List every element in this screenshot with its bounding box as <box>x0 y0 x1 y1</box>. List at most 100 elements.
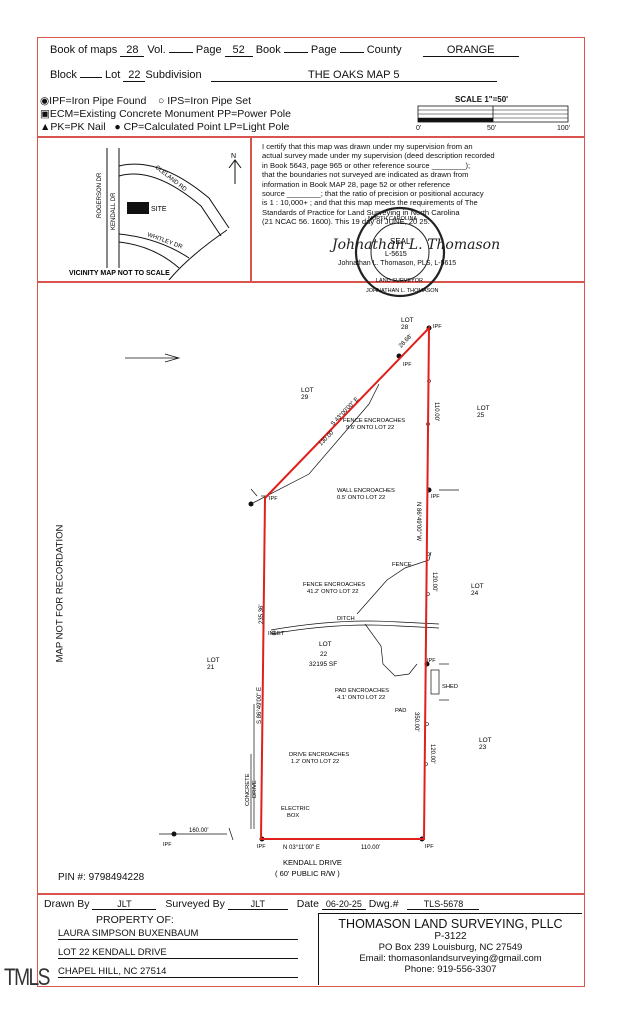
wall-encroach-b: 0.5' ONTO LOT 22 <box>337 495 385 501</box>
concrete-label: CONCRETE <box>245 773 251 806</box>
vol-label: Vol. <box>147 44 166 56</box>
vicinity-road-rogerson: ROGERSON DR <box>97 172 103 218</box>
dist-right-4: 120.00' <box>429 744 435 764</box>
footer-meta-row: Drawn By JLT Surveyed By JLT Date 06-20-… <box>44 898 480 910</box>
legend-line-2: ▣ECM=Existing Concrete Monument PP=Power… <box>40 108 291 120</box>
dist-right-3: 350.00' <box>413 712 419 732</box>
county-label: County <box>366 44 402 56</box>
scale-tick-0: 0' <box>416 125 422 132</box>
lot-22-label: LOT <box>319 641 332 648</box>
seal-label: SEAL <box>390 237 411 246</box>
date-label: Date <box>296 898 319 910</box>
company-block: THOMASON LAND SURVEYING, PLLC P-3122 PO … <box>318 913 582 985</box>
dist-extension: 160.00' <box>189 828 209 834</box>
drawn-by-value: JLT <box>92 899 157 910</box>
fence-encroach-2: FENCE ENCROACHES <box>303 582 365 588</box>
book-of-maps-row: Book of maps 28 Vol. Page 52 Book Page C… <box>50 44 519 57</box>
lot-value: 22 <box>123 69 146 82</box>
fence-encroach-1: FENCE ENCROACHES <box>343 418 405 424</box>
company-po: PO Box 239 Louisburg, NC 27549 <box>378 942 523 953</box>
drawn-by-label: Drawn By <box>44 898 90 910</box>
property-address-2: CHAPEL HILL, NC 27514 <box>58 966 298 978</box>
cp-symbol-icon: ● <box>114 121 121 133</box>
page2-value <box>339 52 364 53</box>
fence-label: FENCE <box>392 562 412 568</box>
site-marker <box>127 202 149 214</box>
surveyor-seal: NORTH CAROLINA LAND SURVEYOR JOHNATHAN L… <box>354 206 446 298</box>
county-value: ORANGE <box>422 44 519 57</box>
ditch-label: DITCH <box>337 616 355 622</box>
subdivision-label: Subdivision <box>145 69 202 81</box>
dwg-label: Dwg.# <box>368 898 399 910</box>
pk-symbol-icon: ▲ <box>40 121 51 133</box>
vicinity-divider <box>37 281 585 283</box>
ditch-line <box>270 620 440 631</box>
seal-ring-bottom: JOHNATHAN L. THOMASON <box>366 288 439 294</box>
book-of-maps-value: 28 <box>120 44 145 57</box>
drive-encroach-b: 1.2' ONTO LOT 22 <box>291 759 339 765</box>
road-rw-label: ( 60' PUBLIC R/W ) <box>275 869 340 878</box>
ipf-label-8: IPF <box>163 842 172 848</box>
fence-line <box>250 383 380 505</box>
certification-text: I certify that this map was drawn under … <box>262 142 495 227</box>
fence-encroach-1b: 9.6' ONTO LOT 22 <box>346 425 394 431</box>
ipf-label-4: IPF <box>431 494 440 500</box>
vicinity-caption: VICINITY MAP NOT TO SCALE <box>69 270 170 277</box>
north-arrow-icon <box>228 159 242 184</box>
vicinity-north: N <box>231 153 236 160</box>
dist-right-2: 120.00' <box>431 572 437 592</box>
signer-line: Johnathan L. Thomason, PLS, L-5615 <box>338 260 457 267</box>
dist-right-1: 110.00' <box>433 402 439 421</box>
seal-ring-top: NORTH CAROLINA <box>368 216 417 222</box>
scale-tick-50: 50' <box>487 125 497 132</box>
dist-left: 235.36' <box>259 605 265 625</box>
dist-bottom: 110.00' <box>361 845 380 851</box>
vol-value <box>168 52 193 53</box>
wall-encroach: WALL ENCROACHES <box>337 488 395 494</box>
page-value: 52 <box>224 44 253 57</box>
signature: Johnathan L. Thomason <box>332 237 501 253</box>
bearing-right: N 86°49'00" W <box>415 502 421 541</box>
ipf-label-5: IPF <box>427 658 436 664</box>
company-name: THOMASON LAND SURVEYING, PLLC <box>338 917 563 931</box>
vicinity-vertical-divider <box>250 136 252 282</box>
inlet-label: INLET <box>268 631 285 637</box>
lot-22-boundary <box>259 325 431 840</box>
lot-22-area: 32195 SF <box>309 661 337 668</box>
seal-ring-mid: LAND SURVEYOR <box>376 278 423 284</box>
pin-label: PIN #: <box>58 872 86 883</box>
ipf-label-6: IPF <box>425 844 434 850</box>
company-phone: Phone: 919-556-3307 <box>404 964 497 975</box>
sheet-border <box>37 37 585 987</box>
seal-number: L-5615 <box>385 251 407 258</box>
subdivision-value: THE OAKS MAP 5 <box>210 69 497 82</box>
block-label: Block <box>50 69 77 81</box>
vicinity-map: N ROGERSON DR KENDALL DR CLELAND RD WHIT… <box>69 148 242 280</box>
surveyed-by-value: JLT <box>227 899 288 910</box>
pad-encroach-b: 4.1' ONTO LOT 22 <box>337 695 385 701</box>
scale-tick-100: 100' <box>557 125 571 132</box>
page-label: Page <box>195 44 222 56</box>
surveyed-by-label: Surveyed By <box>165 898 225 910</box>
company-email: Email: thomasonlandsurveying@gmail.com <box>359 953 542 964</box>
tmls-watermark: TMLS <box>4 964 50 991</box>
electric-label: ELECTRIC <box>281 806 310 812</box>
block-value <box>79 77 102 78</box>
date-value: 06-20-25 <box>321 899 366 910</box>
fence-line-2 <box>356 551 432 615</box>
header-divider <box>37 136 585 138</box>
property-of-label: PROPERTY OF: <box>96 914 174 926</box>
pin-row: PIN #: 9798494228 <box>58 872 144 883</box>
pin-value: 9798494228 <box>88 872 145 883</box>
legend-line-1: ◉IPF=Iron Pipe Found ○ IPS=Iron Pipe Set <box>40 95 252 107</box>
scale-title: SCALE 1"=50' <box>455 95 509 104</box>
scale-bar <box>417 105 569 123</box>
